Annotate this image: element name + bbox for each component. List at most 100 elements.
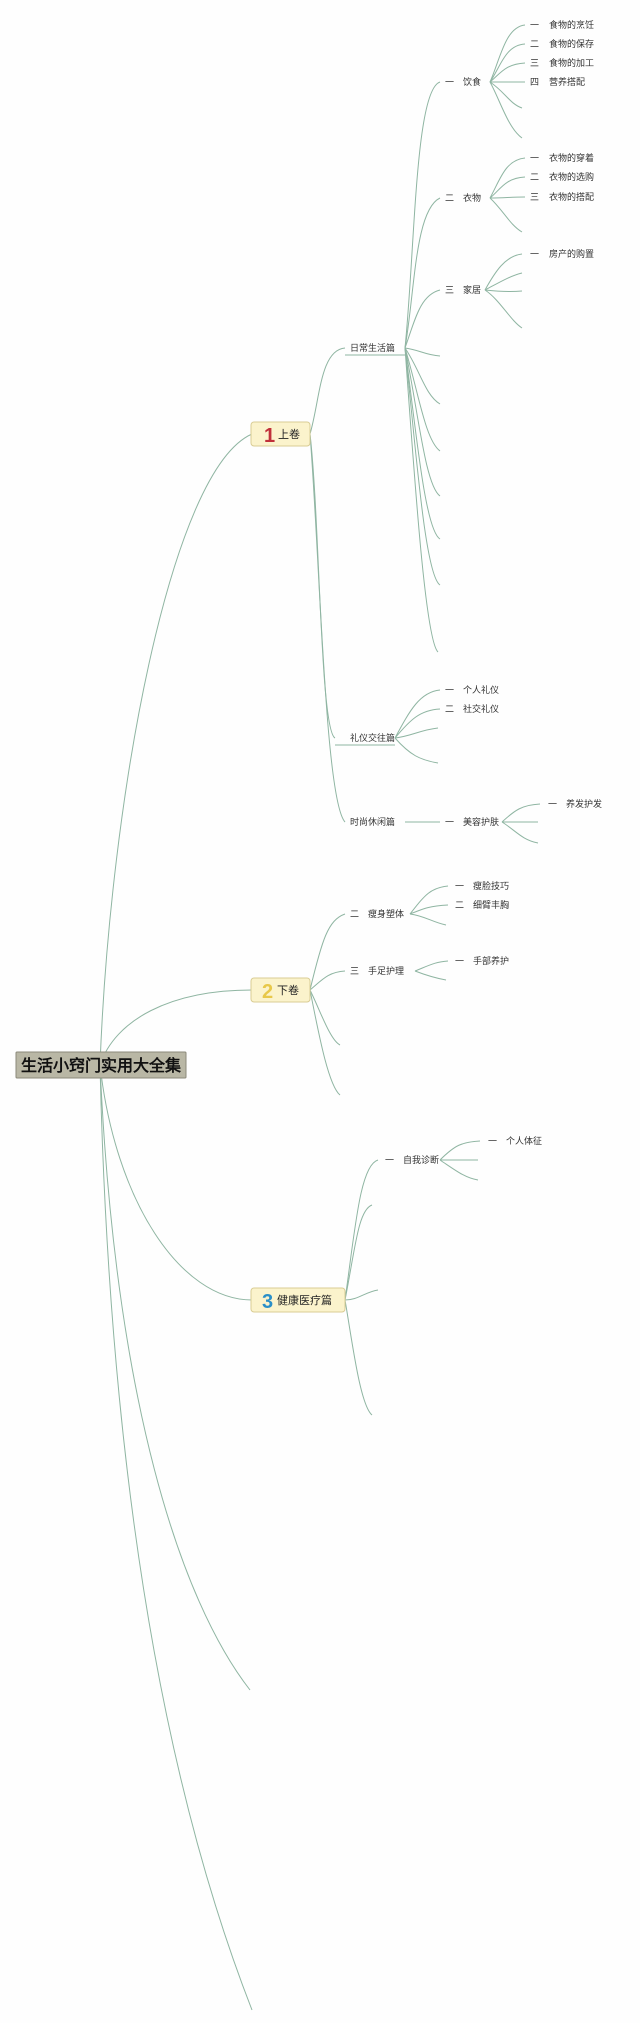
edge-vol1-etiquette	[309, 433, 336, 739]
edge-slim-1	[409, 885, 449, 915]
etiquette-item-2-ord: 二	[445, 704, 454, 714]
edge-vol2-e1	[309, 989, 341, 1046]
edge-daily-clothes	[404, 197, 441, 349]
node-handfoot: 手足护理	[368, 965, 404, 976]
edge-clothes-e1	[489, 197, 523, 233]
node-daily: 日常生活篇	[350, 342, 395, 353]
edge-daily-e5	[404, 347, 441, 540]
diet-item-1: 食物的烹饪	[549, 19, 594, 30]
slim-item-2: 细臂丰胸	[473, 899, 509, 910]
root-title: 生活小窍门实用大全集	[21, 1056, 182, 1075]
slim-item-1-ord: 一	[455, 881, 464, 891]
edge-daily-e4	[404, 347, 441, 497]
edge-etiq-2	[394, 708, 441, 739]
node-beauty-ord: 一	[445, 817, 454, 827]
volume-2-box	[250, 977, 311, 1003]
volume-3-box	[250, 1287, 346, 1313]
node-diet-ord: 一	[445, 77, 454, 87]
node-slim-ord: 二	[350, 909, 359, 919]
node-body: 个人体征	[506, 1135, 542, 1146]
edge-daily-e6	[404, 347, 441, 586]
clothes-item-1-ord: 一	[530, 153, 539, 163]
edge-clothes-3	[489, 196, 526, 199]
edge-etiq-e2	[394, 737, 439, 764]
edge-beauty-e2	[501, 821, 539, 844]
clothes-item-3-ord: 三	[530, 192, 539, 202]
edge-vol1-leisure	[309, 433, 346, 823]
edge-diag-1	[439, 1140, 481, 1161]
edge-vol2-e2	[309, 989, 341, 1096]
diet-item-4-ord: 四	[530, 77, 539, 87]
edge-clothes-1	[489, 157, 526, 199]
volume-3-node: 3 健康医疗篇	[250, 1287, 346, 1313]
diet-item-1-ord: 一	[530, 20, 539, 30]
node-handfoot-ord: 三	[350, 966, 359, 976]
node-clothes: 衣物	[463, 192, 481, 203]
node-leisure: 时尚休闲篇	[350, 816, 395, 827]
edge-daily-diet	[404, 81, 441, 349]
edge-vol3-diag	[344, 1159, 379, 1301]
edge-diet-e1	[489, 81, 523, 109]
node-hand: 手部养护	[473, 955, 509, 966]
edge-beauty-hair	[501, 803, 541, 823]
volume-1-title: 上卷	[278, 427, 300, 441]
volume-3-title: 健康医疗篇	[277, 1293, 332, 1307]
node-hand-ord: 一	[455, 956, 464, 966]
etiquette-item-1: 个人礼仪	[463, 684, 499, 695]
connector-lines	[99, 24, 541, 2011]
node-hair: 养发护发	[566, 798, 602, 809]
edge-diag-e2	[439, 1159, 479, 1181]
edge-home-1	[484, 253, 523, 291]
diet-item-3-ord: 三	[530, 58, 539, 68]
slim-item-2-ord: 二	[455, 900, 464, 910]
node-home-ord: 三	[445, 285, 454, 295]
edge-vol3-e1	[344, 1204, 373, 1301]
edge-root-open1	[99, 1064, 251, 1691]
edge-vol3-e2	[344, 1289, 379, 1301]
node-etiquette: 礼仪交往篇	[350, 732, 395, 743]
diet-items: 一 食物的烹饪 二 食物的保存 三 食物的加工 四 营养搭配	[530, 19, 594, 87]
etiquette-item-2: 社交礼仪	[463, 703, 499, 714]
node-hair-ord: 一	[548, 799, 557, 809]
edge-etiq-e1	[394, 727, 439, 739]
root-box	[15, 1051, 187, 1079]
volume-2-node: 2 下卷	[250, 977, 311, 1003]
edge-diet-1	[489, 24, 526, 83]
diet-item-2: 食物的保存	[549, 38, 594, 49]
edge-daily-home	[404, 289, 441, 349]
node-body-ord: 一	[488, 1136, 497, 1146]
diet-item-2-ord: 二	[530, 39, 539, 49]
edge-vol2-handfoot	[309, 970, 346, 991]
edge-daily-e1	[404, 347, 441, 357]
edge-clothes-2	[489, 176, 526, 199]
edge-slim-e1	[409, 913, 447, 926]
home-item-1: 房产的购置	[549, 248, 594, 259]
edge-root-vol2	[99, 989, 253, 1066]
volume-1-box	[250, 421, 311, 447]
node-beauty: 美容护肤	[463, 816, 499, 827]
node-slim: 瘦身塑体	[368, 908, 404, 919]
edge-root-vol1	[99, 433, 253, 1066]
volume-3-number: 3	[262, 1291, 273, 1313]
node-home: 家居	[463, 284, 481, 295]
volume-1-number: 1	[264, 425, 275, 447]
edge-root-vol3	[99, 1064, 253, 1301]
edge-diet-3	[489, 62, 526, 83]
edge-diet-2	[489, 43, 526, 83]
edge-daily-e7	[404, 347, 439, 653]
clothes-item-2: 衣物的选购	[549, 171, 594, 182]
node-diag: 自我诊断	[403, 1154, 439, 1165]
edge-diet-e2	[489, 81, 523, 139]
clothes-items: 一 衣物的穿着 二 衣物的选购 三 衣物的搭配	[530, 152, 594, 202]
clothes-item-1: 衣物的穿着	[549, 152, 594, 163]
edge-vol2-slim	[309, 913, 346, 991]
clothes-item-2-ord: 二	[530, 172, 539, 182]
volume-1-node: 1 上卷	[250, 421, 311, 447]
volume-2-title: 下卷	[277, 983, 299, 997]
node-diet: 饮食	[463, 76, 481, 87]
edge-handfoot-1	[414, 960, 449, 972]
root-node: 生活小窍门实用大全集	[15, 1051, 187, 1079]
home-item-1-ord: 一	[530, 249, 539, 259]
etiquette-item-1-ord: 一	[445, 685, 454, 695]
